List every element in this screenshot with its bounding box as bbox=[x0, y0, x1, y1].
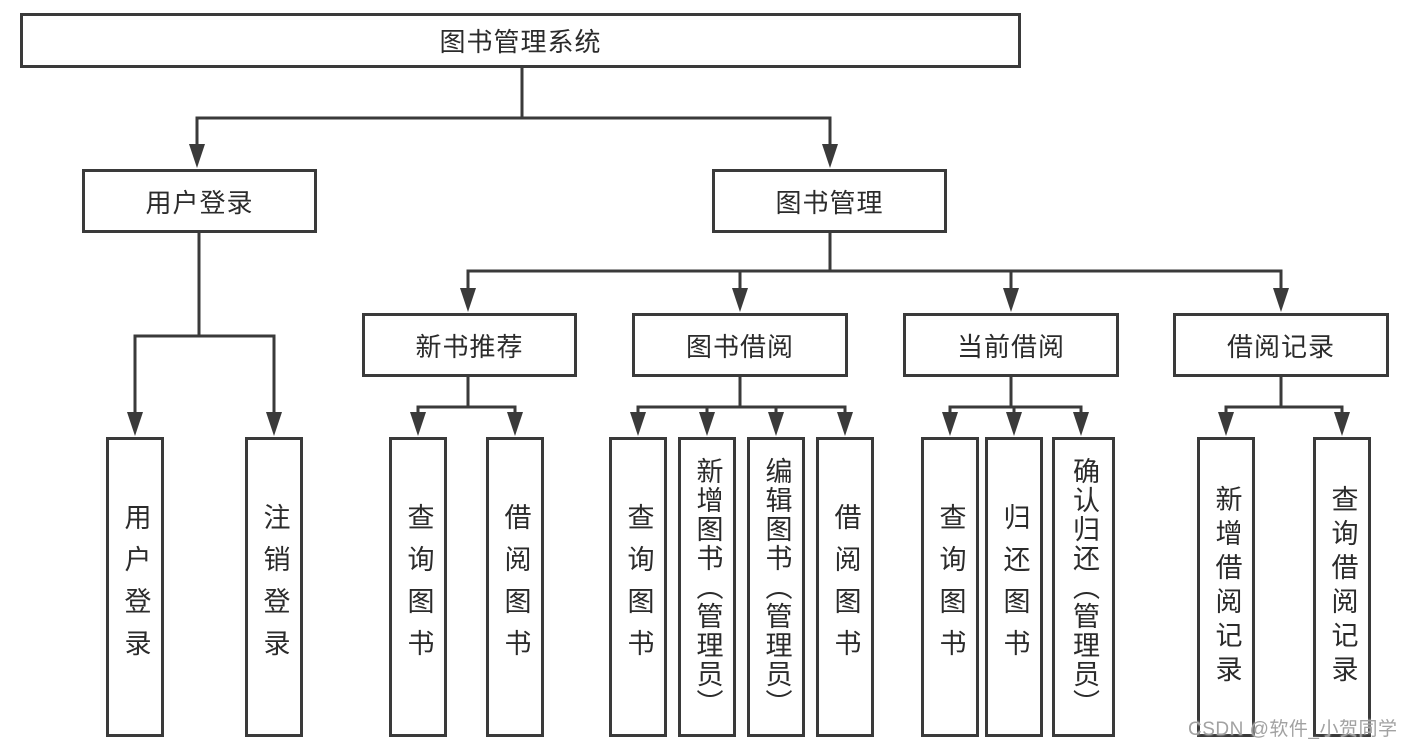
leaf-edit-books-admin-label: 编辑图书（管理员） bbox=[761, 456, 792, 718]
leaf-user-login: 用户登录 bbox=[106, 437, 164, 737]
node-user-login-label: 用户登录 bbox=[145, 187, 254, 218]
leaf-query-borrow-record: 查询借阅记录 bbox=[1313, 437, 1371, 737]
leaf-logout-label: 注销登录 bbox=[259, 503, 290, 671]
node-borrowing-records: 借阅记录 bbox=[1173, 313, 1389, 377]
node-current-borrowing-label: 当前借阅 bbox=[956, 331, 1065, 362]
leaf-borrow-books-1: 借阅图书 bbox=[486, 437, 544, 737]
leaf-query-books-1: 查询图书 bbox=[389, 437, 447, 737]
leaf-query-borrow-record-label: 查询借阅记录 bbox=[1327, 485, 1358, 689]
leaf-borrow-books-2-label: 借阅图书 bbox=[830, 503, 861, 671]
leaf-logout: 注销登录 bbox=[245, 437, 303, 737]
leaf-query-books-2: 查询图书 bbox=[609, 437, 667, 737]
leaf-return-books: 归还图书 bbox=[985, 437, 1043, 737]
leaf-add-books-admin-label: 新增图书（管理员） bbox=[692, 456, 723, 718]
leaf-add-borrow-record: 新增借阅记录 bbox=[1197, 437, 1255, 737]
node-book-management: 图书管理 bbox=[712, 169, 947, 233]
leaf-query-books-1-label: 查询图书 bbox=[403, 503, 434, 671]
node-book-borrowing: 图书借阅 bbox=[632, 313, 848, 377]
node-borrowing-records-label: 借阅记录 bbox=[1226, 331, 1335, 362]
leaf-borrow-books-1-label: 借阅图书 bbox=[500, 503, 531, 671]
leaf-add-books-admin: 新增图书（管理员） bbox=[678, 437, 736, 737]
node-book-borrowing-label: 图书借阅 bbox=[685, 331, 794, 362]
node-user-login: 用户登录 bbox=[82, 169, 317, 233]
leaf-borrow-books-2: 借阅图书 bbox=[816, 437, 874, 737]
leaf-confirm-return-admin-label: 确认归还（管理员） bbox=[1069, 456, 1099, 718]
node-root: 图书管理系统 bbox=[20, 13, 1021, 68]
node-new-book-recommend: 新书推荐 bbox=[362, 313, 577, 377]
leaf-query-books-3: 查询图书 bbox=[921, 437, 979, 737]
leaf-user-login-label: 用户登录 bbox=[120, 503, 151, 671]
leaf-query-books-3-label: 查询图书 bbox=[935, 503, 966, 671]
leaf-edit-books-admin: 编辑图书（管理员） bbox=[747, 437, 805, 737]
csdn-watermark: CSDN @软件_小贺同学 bbox=[1188, 719, 1398, 740]
leaf-add-borrow-record-label: 新增借阅记录 bbox=[1211, 485, 1242, 689]
node-book-management-label: 图书管理 bbox=[775, 187, 884, 218]
leaf-return-books-label: 归还图书 bbox=[999, 503, 1030, 671]
node-new-book-recommend-label: 新书推荐 bbox=[415, 331, 524, 362]
node-root-label: 图书管理系统 bbox=[439, 27, 602, 57]
node-current-borrowing: 当前借阅 bbox=[903, 313, 1119, 377]
leaf-confirm-return-admin: 确认归还（管理员） bbox=[1052, 437, 1115, 737]
leaf-query-books-2-label: 查询图书 bbox=[623, 503, 654, 671]
